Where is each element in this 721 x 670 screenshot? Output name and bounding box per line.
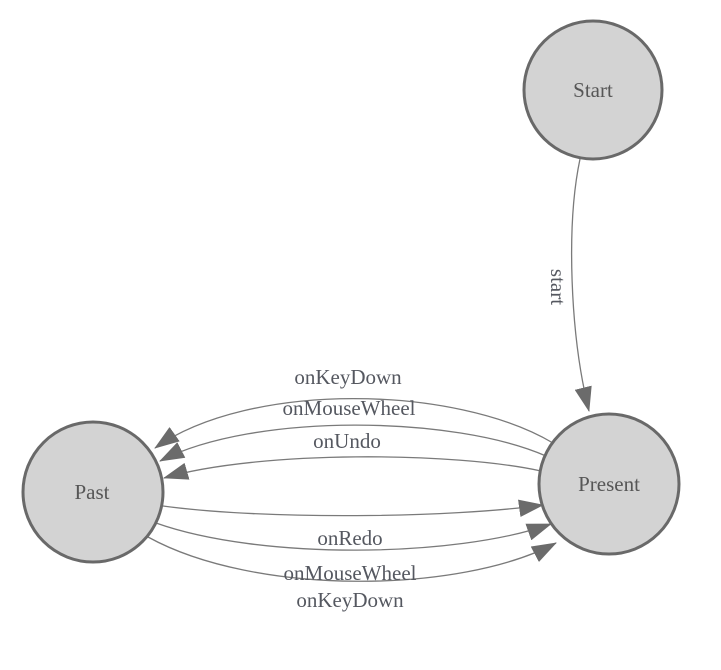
state-circle-past xyxy=(21,420,165,564)
edge-start-to-present xyxy=(571,158,592,412)
state-circle-start xyxy=(522,19,664,161)
edge-label-start: start xyxy=(546,269,570,305)
edge-present-to-past-onundo xyxy=(163,456,542,480)
edge-label-onkeydown-top: onKeyDown xyxy=(294,365,402,389)
state-label-past: Past xyxy=(74,480,109,504)
edge-label-onmousewheel-top: onMouseWheel xyxy=(283,396,416,420)
edge-label-group: start onKeyDown onMouseWheel onUndo onRe… xyxy=(283,269,570,612)
edge-label-onkeydown-bottom: onKeyDown xyxy=(296,588,404,612)
edge-label-onundo: onUndo xyxy=(313,429,381,453)
edge-group xyxy=(147,158,592,582)
state-label-start: Start xyxy=(573,78,613,102)
edge-label-onmousewheel-bottom: onMouseWheel xyxy=(284,561,417,585)
edge-present-to-past-onkeydown xyxy=(154,398,554,449)
state-node-present: Present xyxy=(537,412,681,556)
edge-past-to-present-onredo xyxy=(162,499,544,517)
state-node-past: Past xyxy=(21,420,165,564)
edge-past-to-present-onkeydown xyxy=(147,536,557,582)
edge-present-to-past-onmousewheel xyxy=(159,424,547,462)
state-label-present: Present xyxy=(578,472,640,496)
edge-past-to-present-onmousewheel xyxy=(155,522,552,551)
edge-label-onredo: onRedo xyxy=(317,526,382,550)
node-group: Start Present Past xyxy=(21,19,681,564)
state-node-start: Start xyxy=(522,19,664,161)
state-circle-present xyxy=(537,412,681,556)
